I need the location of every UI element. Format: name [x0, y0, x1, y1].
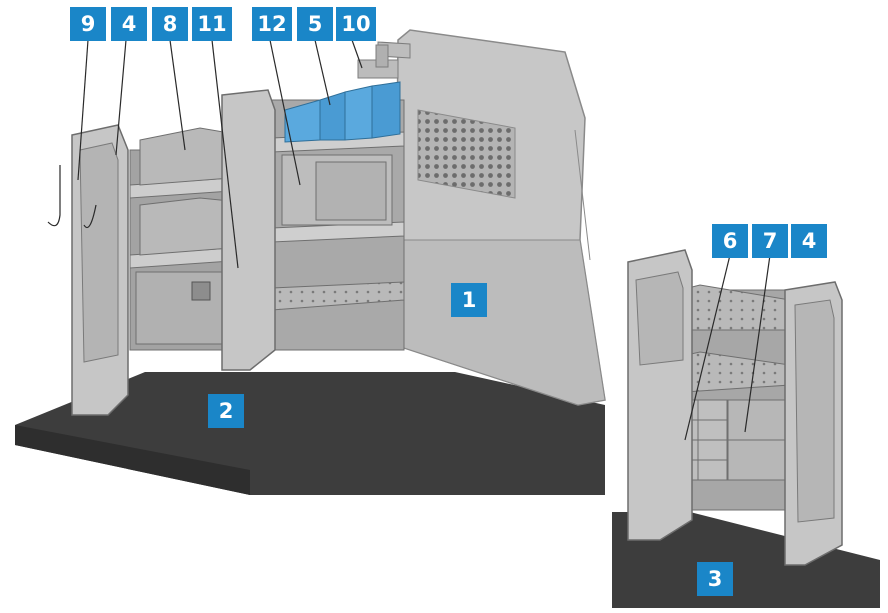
- top-bracket: [357, 44, 399, 79]
- leader-lines: [77, 39, 771, 441]
- callout-3: 3: [697, 562, 733, 596]
- callout-10: 10: [336, 7, 376, 41]
- callout-11: 11: [192, 7, 232, 41]
- callout-4: 4: [111, 7, 147, 41]
- callout-6: 6: [712, 224, 748, 258]
- blue-bins: [284, 81, 401, 143]
- callout-4-right: 4: [791, 224, 827, 258]
- callout-8: 8: [152, 7, 188, 41]
- callout-2: 2: [208, 394, 244, 428]
- end-panel-left: [71, 89, 276, 416]
- callout-1: 1: [451, 283, 487, 317]
- callout-7: 7: [752, 224, 788, 258]
- callout-9: 9: [70, 7, 106, 41]
- end-panel-right: [627, 249, 843, 566]
- floor-right: [612, 512, 880, 608]
- callout-5: 5: [297, 7, 333, 41]
- partition-wall: [377, 29, 606, 406]
- callout-12: 12: [252, 7, 292, 41]
- hooks: [47, 165, 97, 229]
- floor-left: [15, 372, 605, 495]
